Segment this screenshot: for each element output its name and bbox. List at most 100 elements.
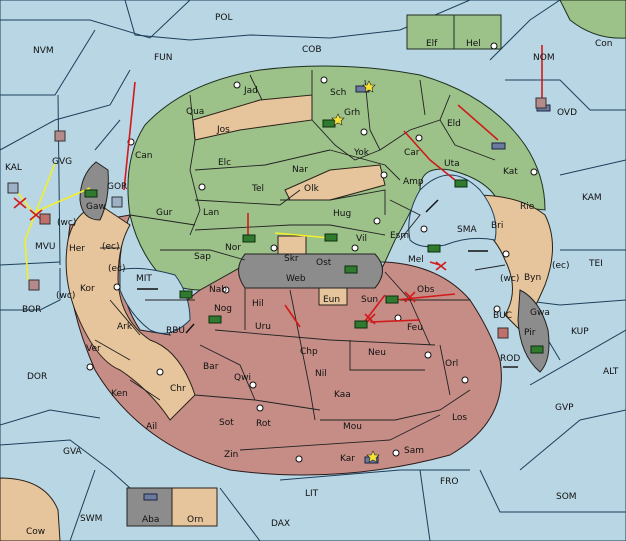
label-fro: FRO [440,477,459,487]
label-her: Her [69,244,85,254]
label-sun: Sun [361,295,378,305]
label-swm: SWM [80,514,102,524]
label-kor-wc: (wc) [56,291,75,301]
label-rot: Rot [256,419,271,429]
label-car: Car [404,148,420,158]
label-nvm: NVM [33,46,54,56]
label-mel: Mel [408,255,424,265]
label-eld: Eld [447,119,461,129]
region-labels: POL FUN NVM COB Elf Hel Con NOM OVD KAM … [5,13,619,537]
label-mvu: MVU [35,242,56,252]
label-ver: Ver [86,344,101,354]
label-gor: GOR [107,182,127,192]
label-gvg: GVG [52,157,72,167]
label-bar: Bar [203,362,219,372]
label-neu: Neu [368,348,386,358]
label-mou: Mou [343,422,362,432]
region-mit [119,267,191,334]
label-cow: Cow [26,527,45,537]
label-bor: BOR [22,305,41,315]
province-borders [94,70,506,451]
label-jad: Jad [243,86,258,96]
label-pir: Pir [524,328,536,338]
label-qua: Qua [186,107,204,117]
label-gaw-wc: (wc) [57,218,76,228]
label-ovd: OVD [557,108,577,118]
label-byn-wc: (wc) [500,274,519,284]
unit-armies[interactable] [84,119,544,354]
label-ken: Ken [111,389,128,399]
label-yok: Yok [353,148,370,158]
label-uta: Uta [444,159,460,169]
label-can: Can [135,151,153,161]
label-aba: Aba [142,515,159,525]
label-sap: Sap [194,252,211,262]
label-dor: DOR [27,372,47,382]
label-som: SOM [556,492,577,502]
label-esm: Esm [390,231,409,241]
label-nil: Nil [315,369,327,379]
label-hil: Hil [252,299,264,309]
label-kor: Kor [80,284,95,294]
label-amp: Amp [403,177,424,187]
label-mit: MIT [136,274,152,284]
label-kor-ec: (ec) [108,264,126,274]
label-gva: GVA [63,447,83,457]
star-markers [331,80,380,463]
label-sam: Sam [404,446,424,456]
label-sma: SMA [457,225,477,235]
label-vil: Vil [356,234,367,244]
label-tei: TEI [588,259,603,269]
label-byn: Byn [524,273,541,283]
label-hug: Hug [333,209,351,219]
label-orl: Orl [445,359,458,369]
label-obs: Obs [417,285,435,295]
label-ail: Ail [146,422,157,432]
label-lit: LIT [305,489,319,499]
label-rod: ROD [500,354,520,364]
label-gaw: Gaw [86,202,106,212]
coast-link-arrows [137,199,518,368]
label-los: Los [452,413,467,423]
label-buc: BUC [493,311,512,321]
label-kam: KAM [582,193,602,203]
label-jos: Jos [216,125,230,135]
label-fun: FUN [154,53,173,63]
label-grh: Grh [344,108,360,118]
label-pol: POL [215,13,233,23]
label-byn-ec: (ec) [552,261,570,271]
label-nog: Nog [214,304,232,314]
label-cob: COB [302,45,322,55]
label-alt: ALT [603,367,619,377]
label-zin: Zin [224,450,238,460]
label-kal: KAL [5,163,22,173]
label-hel: Hel [466,39,481,49]
label-ost: Ost [316,258,332,268]
label-rie: Rie [520,202,535,212]
orders-red [123,45,543,328]
label-nar: Nar [292,165,308,175]
label-chr: Chr [170,384,186,394]
label-rbu: RBU [166,326,185,336]
label-elf: Elf [426,39,438,49]
label-ark: Ark [117,322,133,332]
region-web-ost-block [238,253,383,289]
label-eun: Eun [323,295,340,305]
label-lan: Lan [203,208,219,218]
unit-flags [7,97,547,339]
label-nab: Nab [209,285,227,295]
label-orn: Orn [187,515,203,525]
label-her-ec: (ec) [102,242,120,252]
label-web: Web [286,274,306,284]
label-kup: KUP [571,327,589,337]
label-olk: Olk [304,184,320,194]
label-bri: Bri [491,221,503,231]
region-elf [406,14,455,50]
label-nom: NOM [533,53,555,63]
label-sch: Sch [330,88,346,98]
supply-centers [86,42,538,463]
label-sot: Sot [219,418,234,428]
orders-yellow [17,162,331,281]
label-kaa: Kaa [334,390,351,400]
